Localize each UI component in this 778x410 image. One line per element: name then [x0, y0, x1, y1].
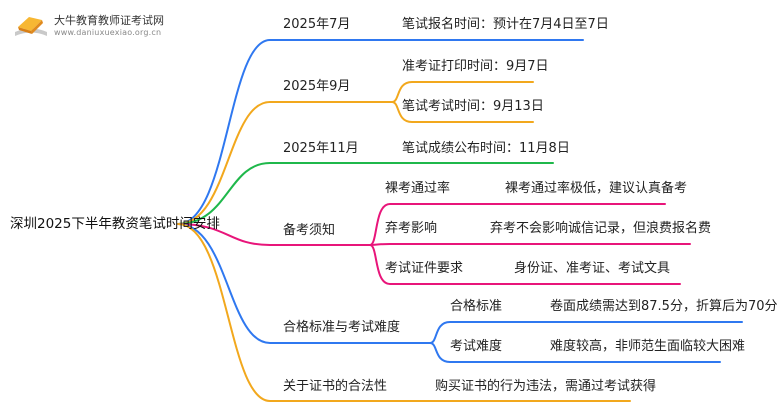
root-topic: 深圳2025下半年教资笔试时间安排	[10, 216, 220, 232]
leaf-exam-time: 笔试考试时间：9月13日	[402, 99, 544, 114]
leaf-connector	[369, 203, 666, 246]
leaf-absence-label: 弃考影响	[385, 221, 438, 236]
leaf-passing-standard-value: 卷面成绩需达到87.5分，折算后为70分	[550, 299, 778, 314]
book-logo-icon	[12, 12, 50, 44]
leaf-connector	[391, 81, 534, 103]
leaf-difficulty-value: 难度较高，非师范生面临较大困难	[550, 339, 746, 354]
leaf-pass-rate-value: 裸考通过率极低，建议认真备考	[505, 181, 688, 196]
leaf-connector	[429, 321, 743, 344]
site-url: www.daniuxuexiao.org.cn	[54, 28, 162, 37]
leaf-connector	[369, 244, 681, 285]
leaf-connector	[429, 342, 721, 363]
branch-2025-jul: 2025年7月	[283, 17, 351, 32]
leaf-documents-value: 身份证、准考证、考试文具	[514, 261, 671, 276]
leaf-score-release-time: 笔试成绩公布时间：11月8日	[402, 141, 570, 156]
site-title: 大牛教育教师证考试网	[54, 14, 164, 27]
leaf-registration-time: 笔试报名时间：预计在7月4日至7日	[402, 17, 609, 32]
mindmap-connectors	[177, 39, 743, 402]
branch-connector	[177, 223, 431, 344]
branch-passing-difficulty: 合格标准与考试难度	[283, 320, 401, 335]
leaf-certificate-legality: 购买证书的行为违法，需通过考试获得	[435, 379, 657, 394]
branch-connector	[177, 223, 421, 402]
leaf-admission-ticket-time: 准考证打印时间：9月7日	[402, 59, 549, 74]
leaf-documents-label: 考试证件要求	[385, 261, 464, 276]
branch-2025-sep: 2025年9月	[283, 79, 351, 94]
leaf-connector	[391, 101, 534, 123]
branch-connector	[177, 39, 393, 225]
branch-connector	[177, 101, 393, 225]
branch-connector	[177, 223, 371, 246]
leaf-passing-standard-label: 合格标准	[450, 299, 503, 314]
branch-certificate-legality: 关于证书的合法性	[283, 379, 388, 394]
branch-2025-nov: 2025年11月	[283, 141, 359, 156]
branch-connector	[177, 162, 393, 225]
leaf-absence-value: 弃考不会影响诚信记录，但浪费报名费	[490, 221, 712, 236]
leaf-pass-rate-label: 裸考通过率	[385, 181, 451, 196]
leaf-connector	[369, 243, 691, 246]
branch-exam-notes: 备考须知	[283, 223, 336, 238]
leaf-difficulty-label: 考试难度	[450, 339, 503, 354]
